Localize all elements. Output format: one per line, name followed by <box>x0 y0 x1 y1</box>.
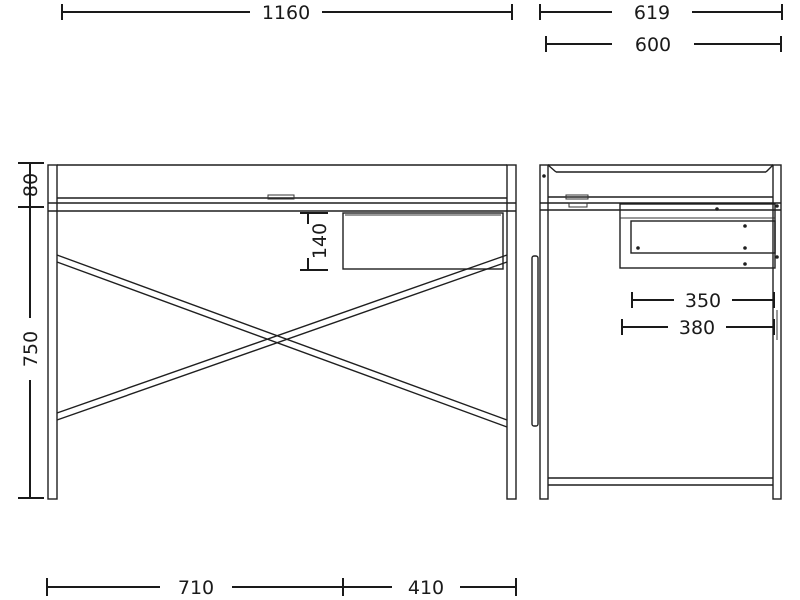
dimension-drawer-outer-depth: 380 <box>621 317 775 339</box>
screw <box>715 207 719 211</box>
side-drawer-handle <box>531 255 539 427</box>
dimension-drawer-height: 140 <box>300 212 331 271</box>
dimension-label-total-height: 750 <box>20 331 42 367</box>
screw <box>542 174 546 178</box>
front-drawer <box>342 212 504 270</box>
dimension-label-drawer-height: 140 <box>309 223 331 259</box>
dimension-label-drawer-outer-depth: 380 <box>679 317 715 339</box>
side-tabletop <box>540 164 781 211</box>
front-left-leg <box>47 164 58 500</box>
dimension-top-height: 80 <box>18 162 44 213</box>
screw <box>775 204 779 208</box>
screw <box>743 246 747 250</box>
dimension-overall-width: 1160 <box>61 2 513 24</box>
dimension-total-height: 750 <box>18 213 44 499</box>
side-bottom-stretcher <box>548 477 773 486</box>
dimension-label-left-section: 710 <box>178 577 214 599</box>
dimension-label-overall-width: 1160 <box>262 2 310 24</box>
dimension-drawer-depth: 350 <box>631 290 775 312</box>
screw <box>743 262 747 266</box>
front-tabletop <box>48 164 516 212</box>
front-cross-brace <box>56 254 508 428</box>
dimension-label-top-depth: 600 <box>635 34 671 56</box>
side-view <box>531 164 782 500</box>
front-right-leg <box>506 164 517 500</box>
side-front-leg <box>539 164 549 500</box>
dimension-overall-depth: 619 <box>539 2 783 24</box>
dimension-label-overall-depth: 619 <box>634 2 670 24</box>
side-drawer <box>619 203 776 269</box>
dimension-top-depth: 600 <box>545 34 782 56</box>
dimension-label-drawer-depth: 350 <box>685 290 721 312</box>
dimension-drawer-section: 410 <box>343 577 517 599</box>
front-view <box>47 164 517 500</box>
dimension-label-top-height: 80 <box>20 173 42 197</box>
drawer-screws <box>542 174 779 266</box>
screw <box>743 224 747 228</box>
screw <box>775 255 779 259</box>
dimension-label-drawer-section: 410 <box>408 577 444 599</box>
screw <box>636 246 640 250</box>
dimension-left-section: 710 <box>46 577 344 599</box>
